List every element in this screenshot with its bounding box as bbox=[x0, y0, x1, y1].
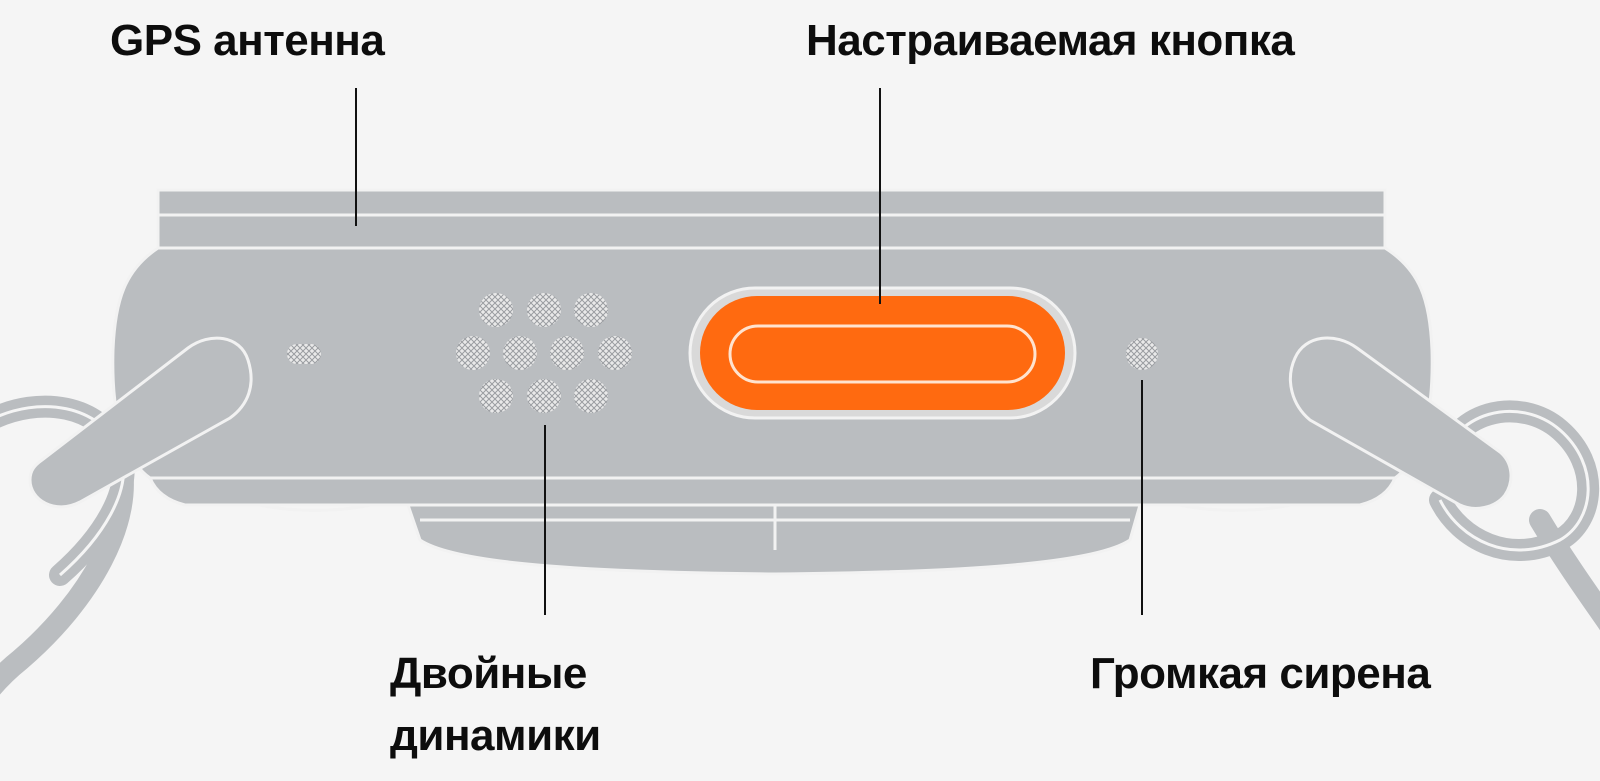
left-band-lug bbox=[28, 336, 253, 509]
siren-label: Громкая сирена bbox=[1090, 649, 1431, 698]
right-band-lug bbox=[1288, 336, 1513, 510]
dual-speakers-grille bbox=[456, 293, 632, 413]
action-button bbox=[688, 286, 1077, 420]
siren-hole bbox=[1126, 338, 1158, 370]
leader-lines bbox=[355, 88, 1143, 615]
dual-speakers-label-line2: динамики bbox=[390, 711, 601, 760]
gps-antenna-label: GPS антенна bbox=[110, 16, 385, 65]
gps-antenna-band bbox=[156, 213, 1387, 250]
dual-speakers-label: Двойные динамики bbox=[390, 643, 601, 767]
case-top-rim bbox=[156, 188, 1387, 217]
case-bottom-ridge bbox=[147, 476, 1398, 507]
microphone-slot bbox=[287, 344, 321, 364]
action-button-label: Настраиваемая кнопка bbox=[806, 16, 1295, 65]
dual-speakers-label-line1: Двойные bbox=[390, 649, 587, 698]
